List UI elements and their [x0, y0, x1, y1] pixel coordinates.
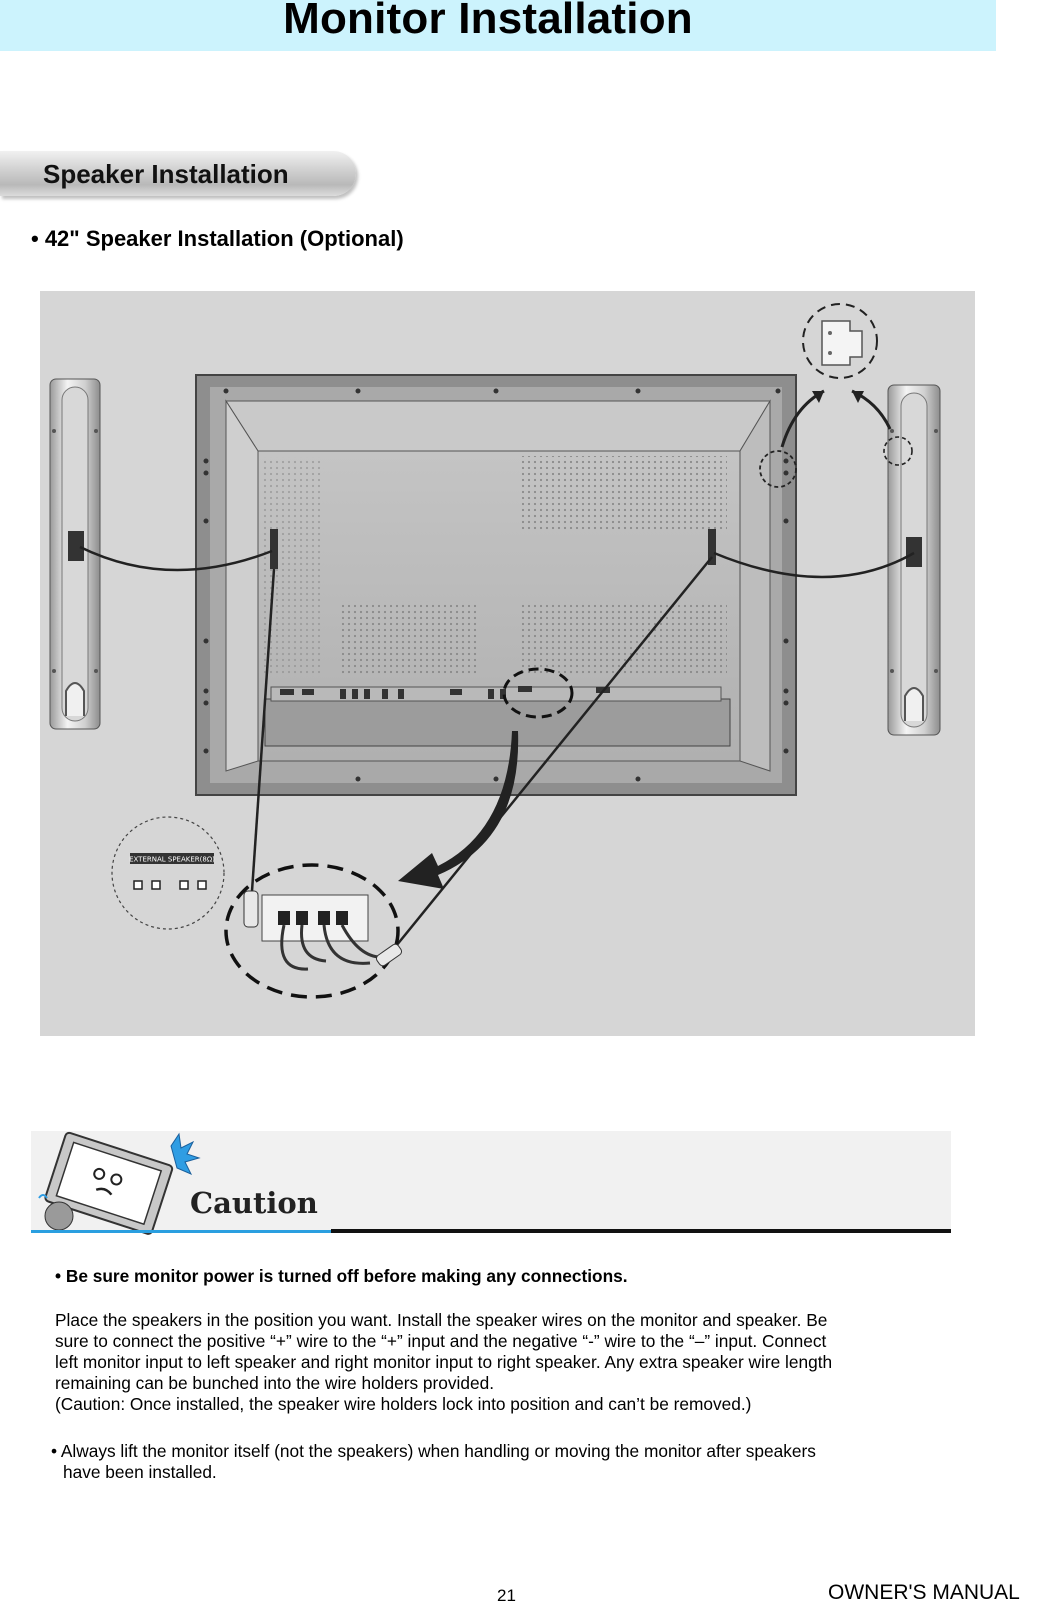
callout-label-text: EXTERNAL SPEAKER(8Ω) — [129, 856, 215, 864]
bullet-line: • Always lift the monitor itself (not th… — [51, 1441, 931, 1462]
caution-rule — [331, 1229, 951, 1233]
speaker-installation-figure: EXTERNAL SPEAKER(8Ω) — [40, 291, 975, 1036]
power-off-warning: • Be sure monitor power is turned off be… — [55, 1266, 628, 1287]
paragraph-line: Place the speakers in the position you w… — [55, 1310, 955, 1331]
subheading: • 42" Speaker Installation (Optional) — [31, 226, 404, 252]
monitor-rear — [196, 375, 796, 795]
lift-monitor-note: • Always lift the monitor itself (not th… — [51, 1441, 931, 1483]
paragraph-line: (Caution: Once installed, the speaker wi… — [55, 1394, 955, 1415]
installation-illustration: EXTERNAL SPEAKER(8Ω) — [40, 291, 975, 1036]
bullet-line: have been installed. — [51, 1462, 931, 1483]
right-speaker — [884, 385, 940, 735]
page-title: Monitor Installation — [0, 0, 976, 44]
caution-heading: Caution — [190, 1186, 318, 1220]
manual-label: OWNER'S MANUAL — [828, 1581, 1020, 1605]
paragraph-line: sure to connect the positive “+” wire to… — [55, 1331, 955, 1352]
terminal-label-callout: EXTERNAL SPEAKER(8Ω) — [112, 817, 224, 929]
title-bar: Monitor Installation — [0, 0, 996, 51]
caution-rule-blue — [31, 1230, 331, 1233]
page-number: 21 — [497, 1586, 516, 1606]
caution-banner: Caution — [31, 1128, 951, 1238]
caution-mascot-icon — [31, 1128, 201, 1238]
installation-paragraph: Place the speakers in the position you w… — [55, 1310, 955, 1415]
paragraph-line: remaining can be bunched into the wire h… — [55, 1373, 955, 1394]
paragraph-line: left monitor input to left speaker and r… — [55, 1352, 955, 1373]
section-tab: Speaker Installation — [0, 151, 356, 196]
section-tab-label: Speaker Installation — [43, 159, 289, 190]
